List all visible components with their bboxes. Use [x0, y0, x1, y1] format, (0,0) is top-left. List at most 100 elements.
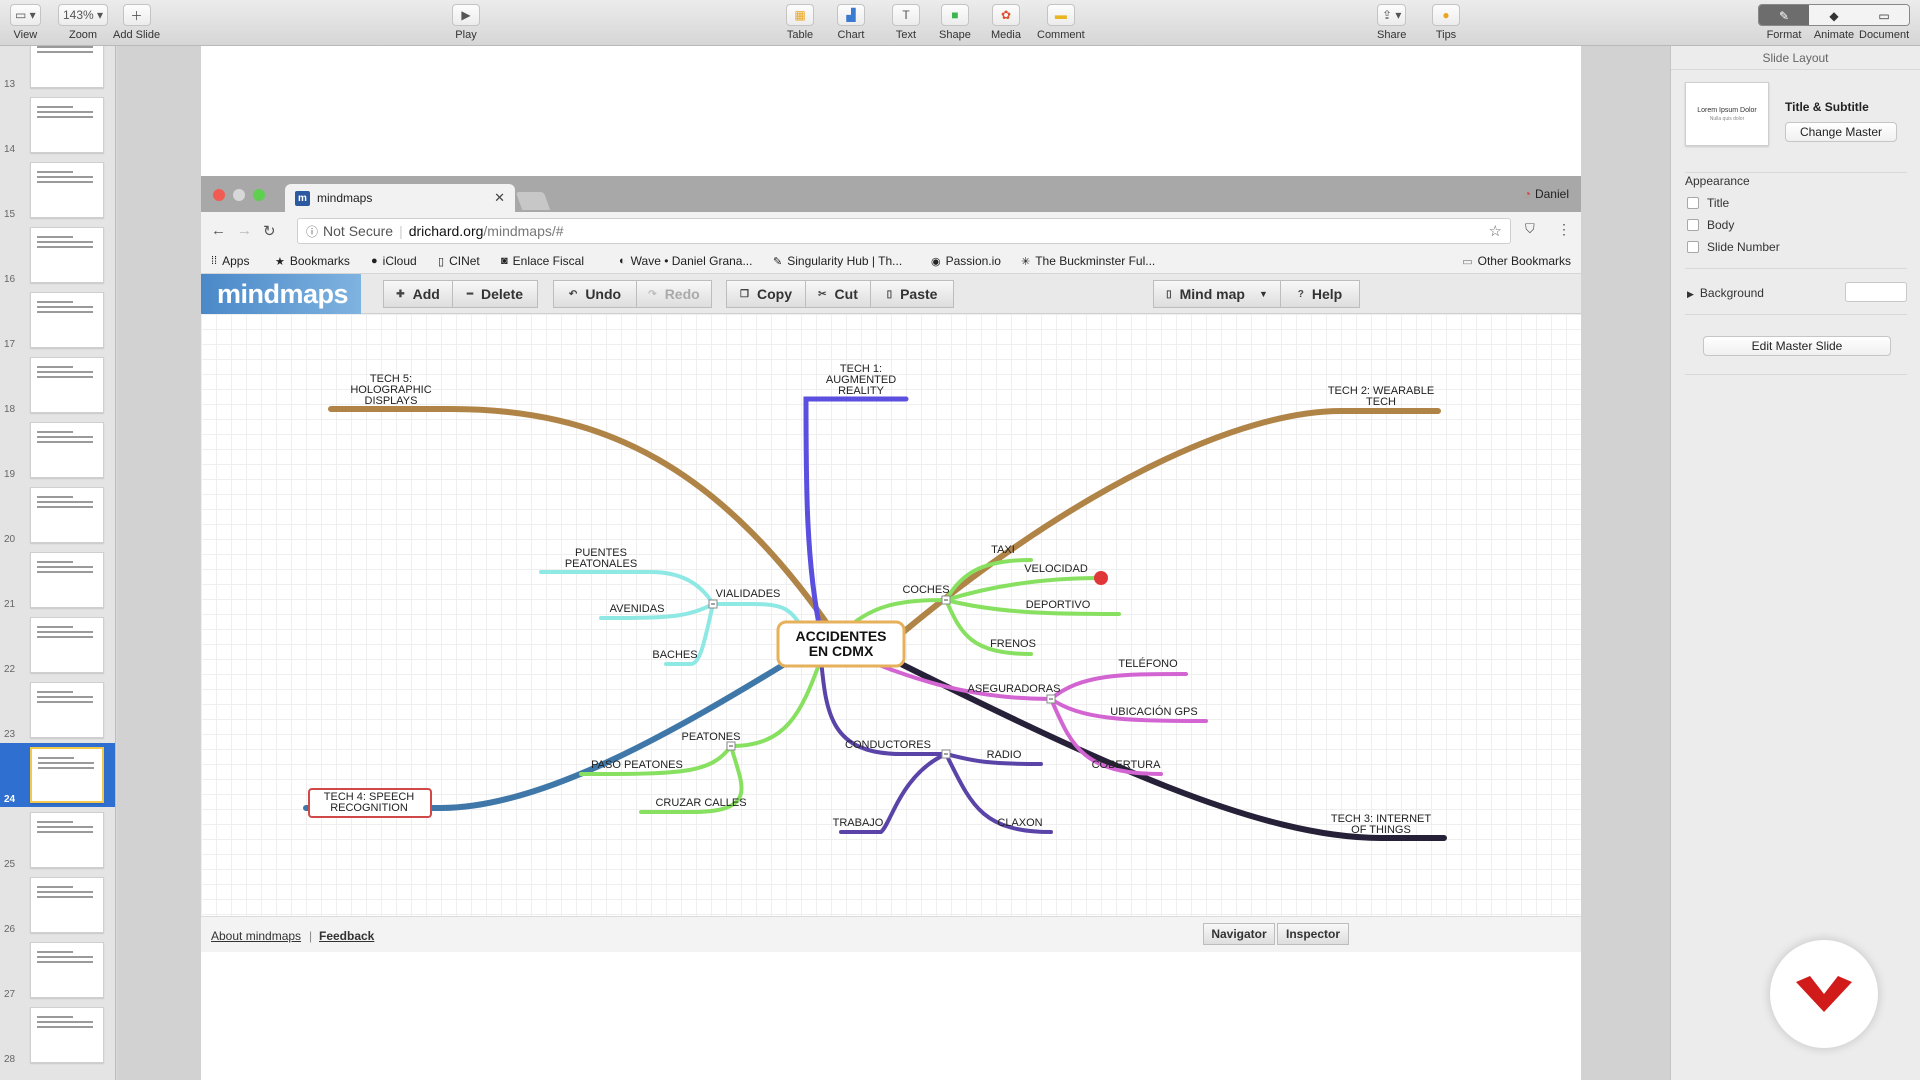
undo-button[interactable]: ↶Undo: [553, 280, 637, 308]
delete-button[interactable]: ━Delete: [452, 280, 538, 308]
format-tab-icon[interactable]: ✎: [1759, 5, 1809, 25]
help-button[interactable]: ?Help: [1280, 280, 1360, 308]
bookmark-item[interactable]: ◉Passion.io: [931, 254, 1001, 268]
bookmark-item[interactable]: ◐Wave • Daniel Grana...: [619, 254, 753, 268]
slide-thumbnail[interactable]: 16: [0, 223, 115, 287]
bookmark-item[interactable]: ▯CINet: [438, 254, 480, 268]
slide-thumbnail[interactable]: 28: [0, 1003, 115, 1067]
mindmap-menu-button[interactable]: ▯Mind map▼: [1153, 280, 1281, 308]
slide-thumbnail[interactable]: 17: [0, 288, 115, 352]
node-frenos[interactable]: FRENOS: [990, 638, 1036, 650]
branch-radio[interactable]: [944, 752, 1043, 766]
current-slide[interactable]: m mindmaps ✕ ◔Daniel ← → ↻ ⓘ Not Secure …: [201, 46, 1581, 1080]
bookmark-item[interactable]: ★Bookmarks: [275, 254, 350, 268]
url-input[interactable]: ⓘ Not Secure | drichard.org/mindmaps/# ☆: [297, 218, 1511, 244]
branch-trabajo[interactable]: [839, 752, 948, 834]
document-tab-icon[interactable]: ▭: [1859, 5, 1909, 25]
branch-taxi[interactable]: [944, 558, 1033, 602]
shape-button[interactable]: ■ Shape: [939, 4, 971, 41]
branch-ubicacion[interactable]: [1049, 697, 1208, 723]
zoom-window-icon[interactable]: [253, 189, 265, 201]
slide-thumbnail[interactable]: 23: [0, 678, 115, 742]
node-claxon[interactable]: CLAXON: [997, 817, 1042, 829]
share-button[interactable]: ⇪ ▾ Share: [1377, 4, 1407, 41]
slide-thumbnail[interactable]: 13: [0, 46, 115, 92]
menu-kebab-icon[interactable]: ⋮: [1557, 221, 1571, 237]
tech4-node-box[interactable]: [308, 788, 432, 818]
node-telefono[interactable]: TELÉFONO: [1118, 657, 1178, 670]
chart-button[interactable]: ▟ Chart: [837, 4, 865, 41]
bookmark-item[interactable]: ⁞⁞Apps: [211, 254, 250, 268]
bookmark-item[interactable]: ◙Enlace Fiscal: [501, 254, 585, 268]
reload-icon[interactable]: ↻: [263, 223, 276, 240]
branch-paso[interactable]: [579, 744, 733, 776]
slide-thumbnail[interactable]: 19: [0, 418, 115, 482]
add-button[interactable]: ✚Add: [383, 280, 453, 308]
bookmark-star-icon[interactable]: ☆: [1488, 223, 1502, 240]
minimize-window-icon[interactable]: [233, 189, 245, 201]
branch-tech5[interactable]: [328, 406, 844, 647]
comment-button[interactable]: ▬ Comment: [1037, 4, 1085, 41]
profile-button[interactable]: ◔Daniel: [1523, 187, 1569, 201]
bookmark-item[interactable]: ✳The Buckminster Ful...: [1021, 254, 1156, 268]
branch-tech3[interactable]: [878, 651, 1447, 841]
forward-arrow-icon[interactable]: →: [237, 222, 252, 239]
other-bookmarks[interactable]: ▭Other Bookmarks: [1462, 254, 1571, 268]
slide-thumbnail[interactable]: 18: [0, 353, 115, 417]
zoom-dropdown[interactable]: 143% ▾: [58, 4, 109, 26]
slide-thumbnail[interactable]: 26: [0, 873, 115, 937]
branch-tech4[interactable]: [303, 651, 804, 811]
node-conductores[interactable]: CONDUCTORES: [845, 739, 931, 751]
node-deportivo[interactable]: DEPORTIVO: [1026, 599, 1091, 611]
node-peatones[interactable]: PEATONES: [682, 731, 741, 743]
branch-conductores[interactable]: [819, 657, 948, 756]
slide-thumbnail[interactable]: 20: [0, 483, 115, 547]
redo-button[interactable]: ↷Redo: [636, 280, 712, 308]
node-cobertura[interactable]: COBERTURA: [1092, 759, 1162, 771]
slide-thumbnail[interactable]: 27: [0, 938, 115, 1002]
title-checkbox[interactable]: Title: [1687, 196, 1729, 210]
change-master-button[interactable]: Change Master: [1785, 122, 1897, 142]
slide-number-checkbox[interactable]: Slide Number: [1687, 240, 1780, 254]
node-velocidad[interactable]: VELOCIDAD: [1024, 563, 1088, 575]
inspector-button[interactable]: Inspector: [1277, 923, 1349, 945]
play-button[interactable]: ▶ Play: [452, 4, 480, 41]
slide-thumbnail[interactable]: 14: [0, 93, 115, 157]
slide-thumbnail[interactable]: 22: [0, 613, 115, 677]
branch-avenidas[interactable]: [599, 602, 715, 620]
copy-button[interactable]: ❐Copy: [726, 280, 806, 308]
node-aseguradoras[interactable]: ASEGURADORAS: [968, 683, 1061, 695]
feedback-link[interactable]: Feedback: [319, 929, 375, 943]
slide-thumbnail[interactable]: 15: [0, 158, 115, 222]
node-radio[interactable]: RADIO: [987, 749, 1022, 761]
bookmark-item[interactable]: ●iCloud: [371, 254, 417, 268]
close-tab-icon[interactable]: ✕: [494, 190, 505, 205]
add-slide-button[interactable]: ＋ Add Slide: [113, 4, 160, 41]
background-disclosure[interactable]: ▶Background: [1687, 286, 1764, 300]
bookmark-item[interactable]: ✎Singularity Hub | Th...: [773, 254, 903, 268]
node-baches[interactable]: BACHES: [652, 649, 697, 661]
slide-thumbnail[interactable]: 25: [0, 808, 115, 872]
branch-puentes[interactable]: [539, 570, 715, 606]
branch-baches[interactable]: [664, 602, 715, 666]
pocket-icon[interactable]: ⛉: [1525, 221, 1535, 236]
paste-button[interactable]: ▯Paste: [870, 280, 954, 308]
velocidad-marker-dot[interactable]: [1094, 571, 1108, 585]
zoom-button[interactable]: 143% ▾ Zoom: [58, 4, 109, 41]
node-paso-peatones[interactable]: PASO PEATONES: [591, 759, 683, 771]
node-avenidas[interactable]: AVENIDAS: [610, 603, 665, 615]
node-vialidades[interactable]: VIALIDADES: [716, 588, 781, 600]
view-button[interactable]: ▭ ▾ View: [10, 4, 41, 41]
master-thumbnail[interactable]: Lorem Ipsum Dolor Nulla quis dolor: [1685, 82, 1769, 146]
about-link[interactable]: About mindmaps: [211, 929, 302, 943]
new-tab-button[interactable]: [515, 192, 551, 210]
root-node[interactable]: [776, 620, 906, 668]
branch-cobertura[interactable]: [1049, 697, 1163, 776]
